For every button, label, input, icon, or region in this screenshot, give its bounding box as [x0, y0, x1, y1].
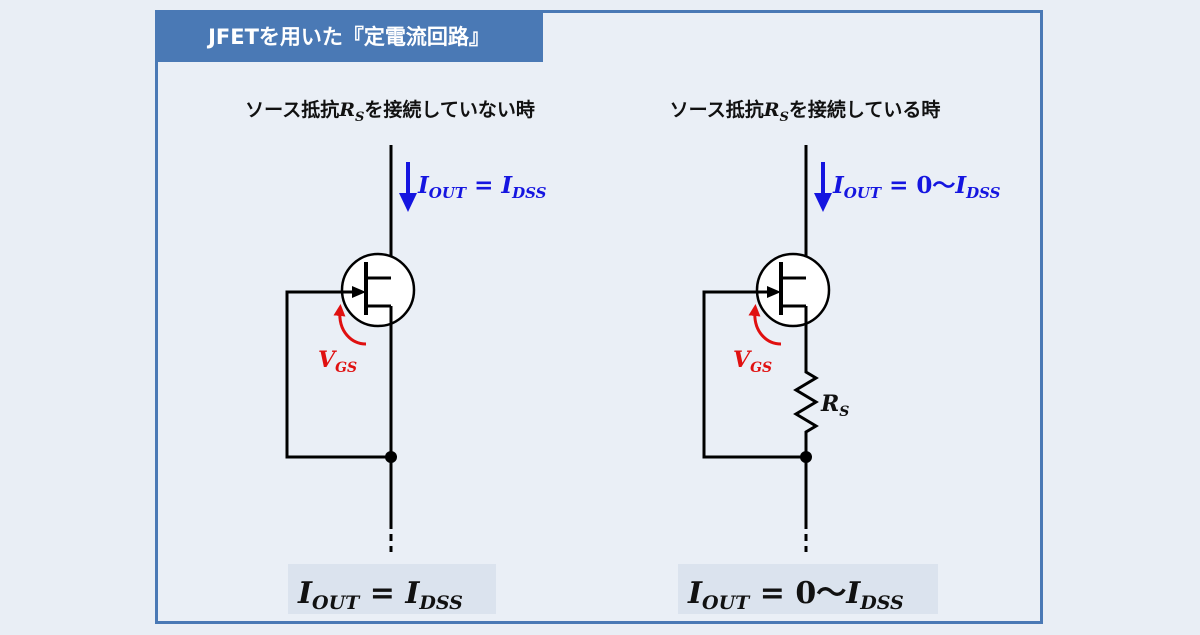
right-current-label: IOUT = 0〜IDSS	[832, 172, 1001, 202]
right-resistor	[793, 366, 819, 457]
title-tab: JFETを用いた『定電流回路』	[155, 10, 543, 62]
right-current-arrow	[814, 162, 832, 212]
left-caption: ソース抵抗RSを接続していない時	[245, 98, 535, 125]
left-formula: IOUT = IDSS	[297, 576, 463, 614]
right-vgs-label: VGS	[733, 347, 772, 376]
left-vgs-arrow	[333, 304, 367, 346]
right-gate-loop	[702, 290, 806, 459]
left-jfet	[340, 252, 416, 328]
left-vgs-label: VGS	[318, 347, 357, 376]
right-vgs-arrow	[748, 304, 782, 346]
right-caption: ソース抵抗RSを接続している時	[670, 98, 941, 125]
left-gate-loop	[285, 290, 391, 459]
right-node	[800, 451, 812, 463]
panel-frame	[155, 10, 1043, 624]
left-formula-box	[288, 564, 496, 614]
title-text: JFETを用いた『定電流回路』	[208, 25, 490, 49]
left-current-arrow	[399, 162, 417, 212]
right-formula-box	[678, 564, 938, 614]
left-node	[385, 451, 397, 463]
right-formula: IOUT = 0〜IDSS	[687, 576, 904, 614]
right-resistor-label: RS	[820, 391, 849, 420]
right-jfet	[755, 252, 831, 328]
left-current-label: IOUT = IDSS	[417, 172, 547, 202]
